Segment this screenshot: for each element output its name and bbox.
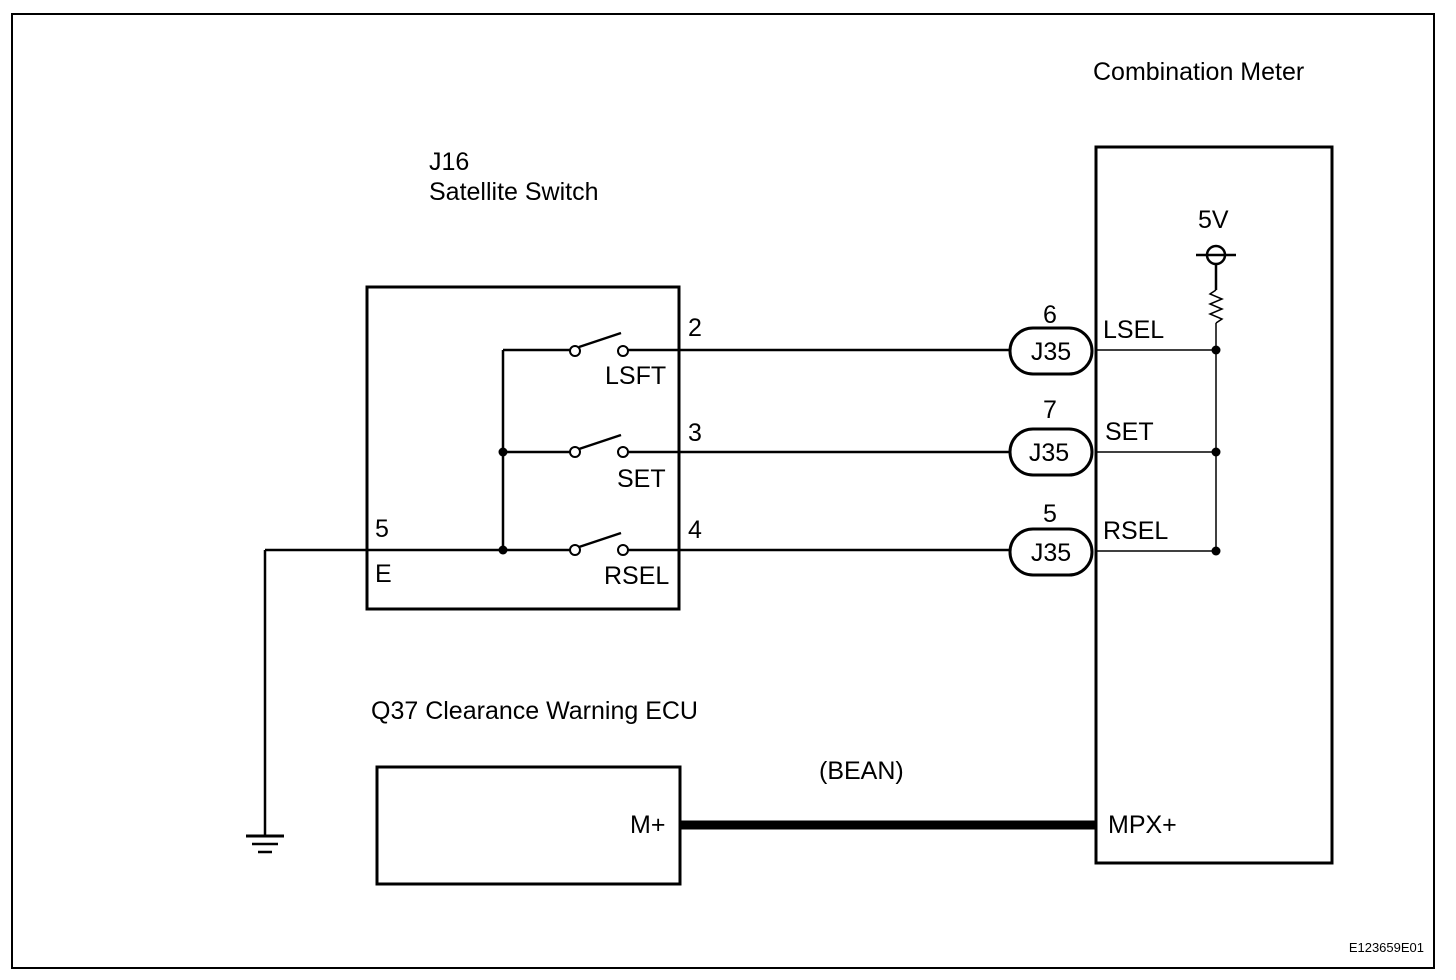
supply-terminal-icon <box>1196 244 1236 266</box>
switch-label-set: SET <box>617 465 666 493</box>
connector-j35-lsel: 6 J35 <box>1008 301 1094 376</box>
pin-label-rsel: RSEL <box>1103 517 1168 545</box>
bus-label: (BEAN) <box>819 757 904 785</box>
satellite-switch-box <box>365 285 681 611</box>
switch-ground-pin-number: 5 <box>375 515 389 543</box>
switch-lsft-icon <box>569 331 629 357</box>
connector-pin-number: 6 <box>1043 301 1057 329</box>
connector-j35-rsel: 5 J35 <box>1008 500 1094 577</box>
ground-icon <box>246 834 284 854</box>
switch-ground-label: E <box>375 560 392 588</box>
connector-label: J35 <box>1029 439 1069 467</box>
connector-label: J35 <box>1031 539 1071 567</box>
switch-pin-number: 4 <box>688 516 702 544</box>
switch-rsel-icon <box>569 531 629 556</box>
junction-node <box>1211 345 1221 355</box>
connector-j35-set: 7 J35 <box>1008 396 1094 477</box>
switch-label-rsel: RSEL <box>604 562 669 590</box>
combination-meter-box <box>1094 145 1334 865</box>
pull-up-resistor-icon <box>1208 289 1224 324</box>
diagram-frame <box>11 13 1435 969</box>
connector-label: J35 <box>1031 338 1071 366</box>
pin-label-mpx: MPX+ <box>1108 811 1177 839</box>
junction-node <box>1211 546 1221 556</box>
pin-label-lsel: LSEL <box>1103 316 1164 344</box>
combination-meter-title: Combination Meter <box>1093 58 1304 86</box>
junction-node <box>498 545 508 555</box>
supply-voltage-label: 5V <box>1198 206 1229 234</box>
switch-connector-id: J16 <box>429 148 469 176</box>
connector-pin-number: 5 <box>1043 500 1057 528</box>
switch-name: Satellite Switch <box>429 178 599 206</box>
switch-set-icon <box>569 433 629 458</box>
connector-pin-number: 7 <box>1043 396 1057 424</box>
switch-label-lsft: LSFT <box>605 362 666 390</box>
junction-node <box>1211 447 1221 457</box>
pin-label-set: SET <box>1105 418 1154 446</box>
figure-code: E123659E01 <box>1349 940 1424 955</box>
switch-pin-number: 3 <box>688 419 702 447</box>
switch-pin-number: 2 <box>688 314 702 342</box>
junction-node <box>498 447 508 457</box>
ecu-title: Q37 Clearance Warning ECU <box>371 697 698 725</box>
ecu-pin-label: M+ <box>630 811 665 839</box>
